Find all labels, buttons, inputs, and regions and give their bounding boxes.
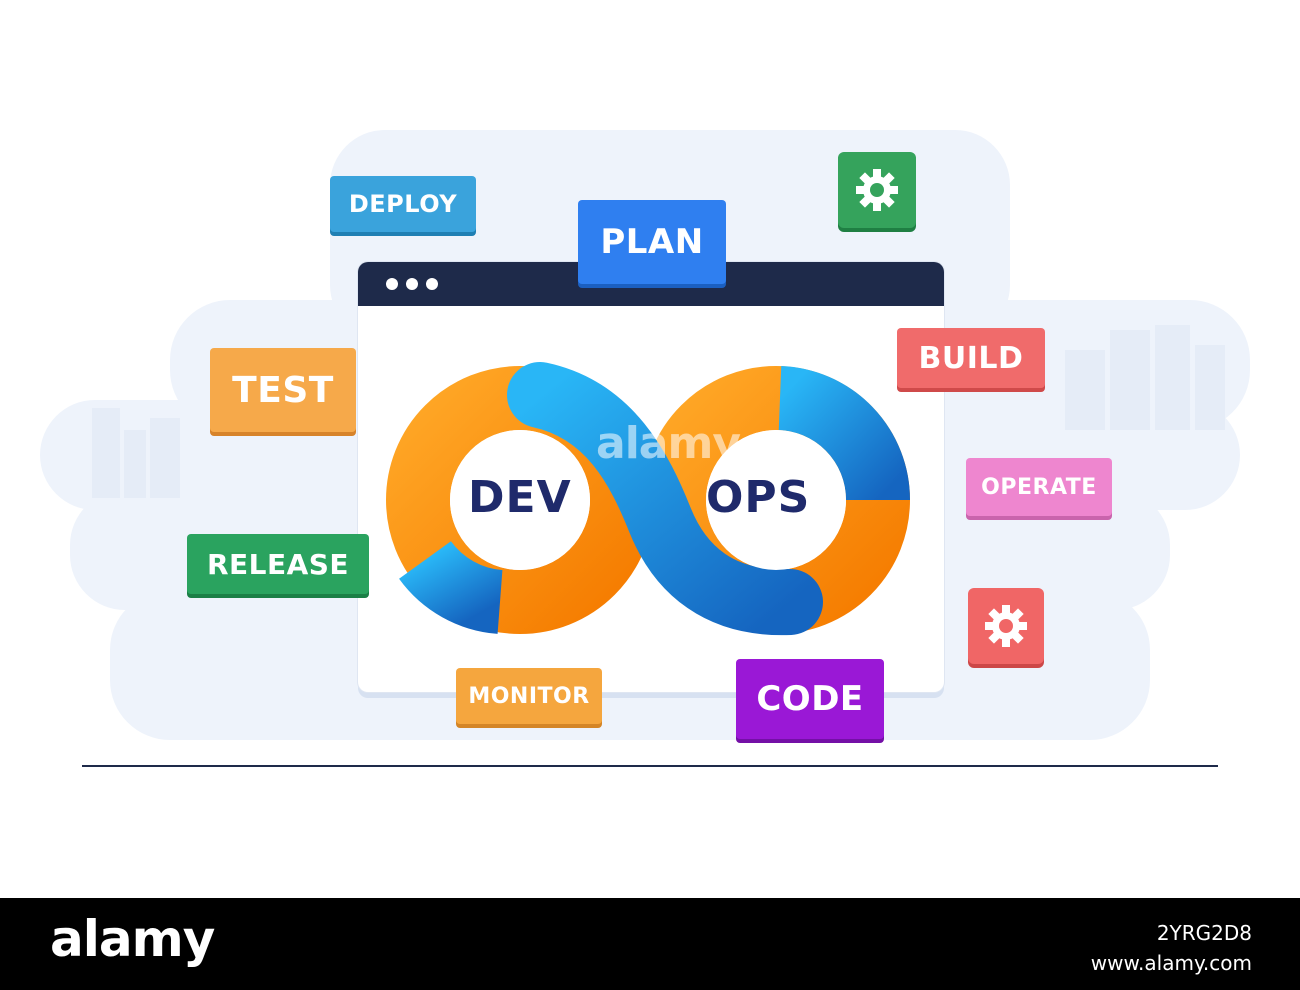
build-tag: BUILD [897,328,1045,388]
infinity-blue-crossing [507,362,823,636]
image-id: 2YRG2D8 [1156,921,1252,945]
plan-tag: PLAN [578,200,726,284]
dev-label: DEV [468,472,572,523]
monitor-tag: MONITOR [456,668,602,724]
window-dot [386,278,398,290]
operate-tag: OPERATE [966,458,1112,516]
footer-logo: alamy [50,910,215,968]
ground-line [82,765,1218,767]
gear-icon [968,588,1044,664]
watermark: alamy [596,418,741,469]
gear-icon [838,152,916,228]
ops-label: OPS [706,472,811,523]
test-tag: TEST [210,348,356,432]
infinity-blue-segment [399,540,504,634]
infinity-blue-segment [777,366,911,502]
footer-image-info: 2YRG2D8 www.alamy.com [1091,918,1252,978]
window-dot [426,278,438,290]
footer-bar [0,898,1300,990]
site-url: www.alamy.com [1090,951,1252,975]
window-dot [406,278,418,290]
release-tag: RELEASE [187,534,369,594]
deploy-tag: DEPLOY [330,176,476,232]
code-tag: CODE [736,659,884,739]
